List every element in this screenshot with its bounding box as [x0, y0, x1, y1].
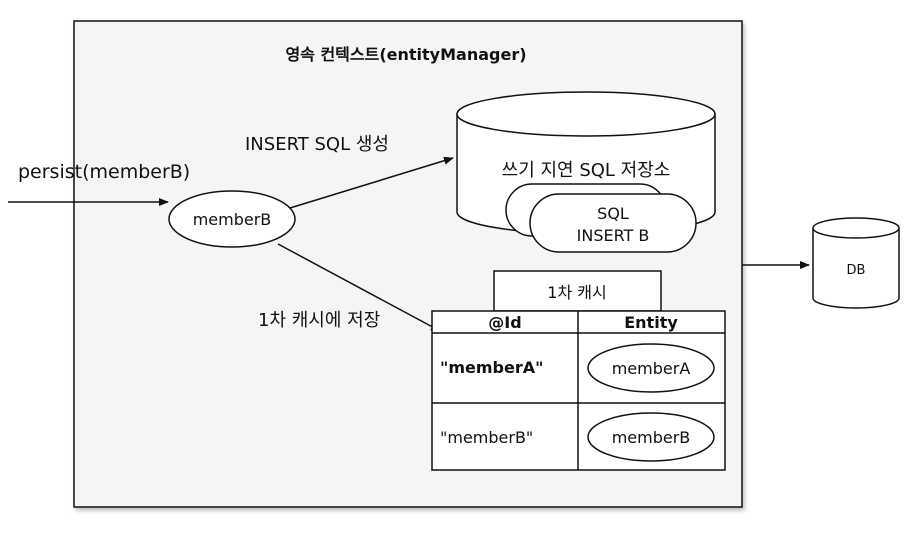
write-behind-sql-store-label: 쓰기 지연 SQL 저장소: [502, 160, 671, 181]
database-cylinder: [812, 217, 900, 309]
insert-sql-arrow: [289, 156, 454, 209]
insert-sql-label: INSERT SQL 생성: [245, 134, 389, 155]
sql-record-line2: INSERT B: [577, 226, 650, 245]
first-level-cache-title: 1차 캐시: [547, 283, 606, 302]
persistence-context-title: 영속 컨텍스트(entityManager): [285, 45, 526, 64]
cache-row-2-entity: memberB: [612, 428, 691, 447]
cache-row-1-entity: memberA: [612, 359, 691, 378]
member-b-entity-label: memberB: [193, 210, 272, 229]
cache-header-entity: Entity: [624, 313, 678, 332]
persist-call-label: persist(memberB): [18, 161, 190, 183]
first-level-cache-title-box: [493, 270, 662, 312]
member-b-entity: [168, 190, 296, 248]
cache-header-id: @Id: [488, 313, 521, 332]
cache-row-1-id: "memberA": [440, 358, 543, 377]
cache-row-2-id: "memberB": [440, 428, 533, 447]
cache-row-1-entity-ellipse: [587, 343, 715, 393]
sql-record-line1: SQL: [597, 204, 629, 223]
save-cache-label: 1차 캐시에 저장: [258, 310, 380, 331]
cache-row-2-entity-ellipse: [587, 412, 715, 462]
save-cache-arrow: [277, 243, 441, 332]
database-label: DB: [847, 263, 866, 278]
sql-record-front: [529, 193, 697, 253]
